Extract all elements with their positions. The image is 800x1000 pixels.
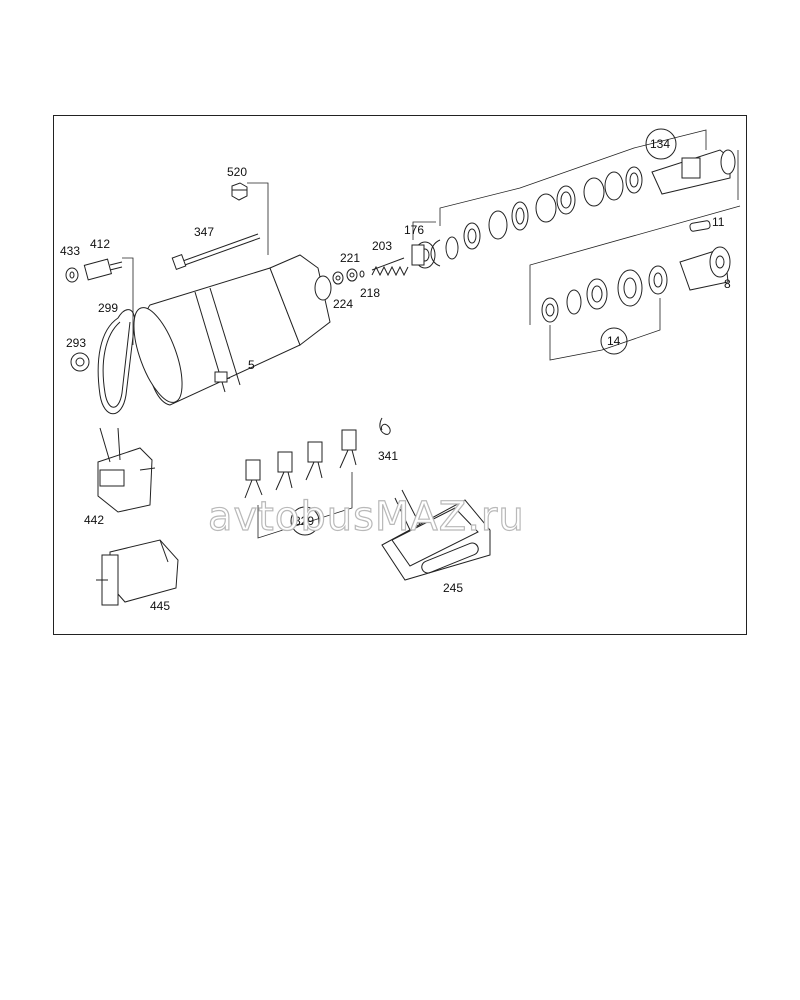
label-176: 176 — [404, 223, 424, 237]
part-203-spring — [371, 257, 409, 277]
leader-14-top — [529, 205, 741, 325]
label-245: 245 — [443, 581, 463, 595]
part-445-bracket — [96, 539, 179, 606]
label-520: 520 — [227, 165, 247, 179]
label-134: 134 — [650, 137, 670, 151]
label-224: 224 — [333, 297, 353, 311]
part-245-brush-holder — [381, 489, 491, 581]
leader-329 — [257, 472, 353, 539]
part-442-holder — [97, 427, 156, 513]
label-221: 221 — [340, 251, 360, 265]
callout-circle-14 — [600, 327, 628, 355]
part-520-nut — [231, 182, 248, 201]
part-134-gear-set — [430, 149, 736, 267]
part-341-spring — [379, 417, 391, 435]
part-221-washer — [346, 268, 358, 282]
leader-520 — [247, 182, 269, 255]
label-11: 11 — [712, 215, 725, 229]
label-293: 293 — [66, 336, 86, 350]
label-218: 218 — [360, 286, 380, 300]
part-347-through-bolt — [171, 233, 261, 270]
label-412: 412 — [90, 237, 110, 251]
part-299-band — [97, 309, 136, 415]
label-14: 14 — [607, 334, 621, 348]
part-11-key — [689, 220, 711, 232]
part-218-clip — [359, 270, 365, 278]
leader-14-bottom — [549, 298, 661, 361]
part-14-bearing-set — [541, 265, 668, 323]
part-176-pinion — [411, 241, 436, 269]
label-299: 299 — [98, 301, 118, 315]
part-433-washer — [65, 267, 79, 283]
label-442: 442 — [84, 513, 104, 527]
leader-176 — [412, 221, 436, 240]
part-412-spacer — [83, 258, 123, 281]
part-5-starter-motor — [133, 254, 332, 406]
label-347: 347 — [194, 225, 214, 239]
leader-412 — [122, 257, 134, 345]
label-433: 433 — [60, 244, 80, 258]
label-445: 445 — [150, 599, 170, 613]
watermark: avtobusMAZ.ru — [208, 494, 525, 540]
part-293-bushing — [70, 352, 90, 372]
label-203: 203 — [372, 239, 392, 253]
leader-134 — [439, 129, 707, 226]
callout-circle-134 — [645, 128, 677, 160]
callout-circle-329 — [290, 506, 320, 536]
label-329: 329 — [294, 514, 314, 528]
part-224-washer — [332, 271, 344, 285]
label-341: 341 — [378, 449, 398, 463]
label-5: 5 — [248, 358, 255, 372]
part-8-shaft — [679, 246, 731, 291]
part-329-brush-set — [244, 429, 357, 499]
label-8: 8 — [724, 277, 731, 291]
